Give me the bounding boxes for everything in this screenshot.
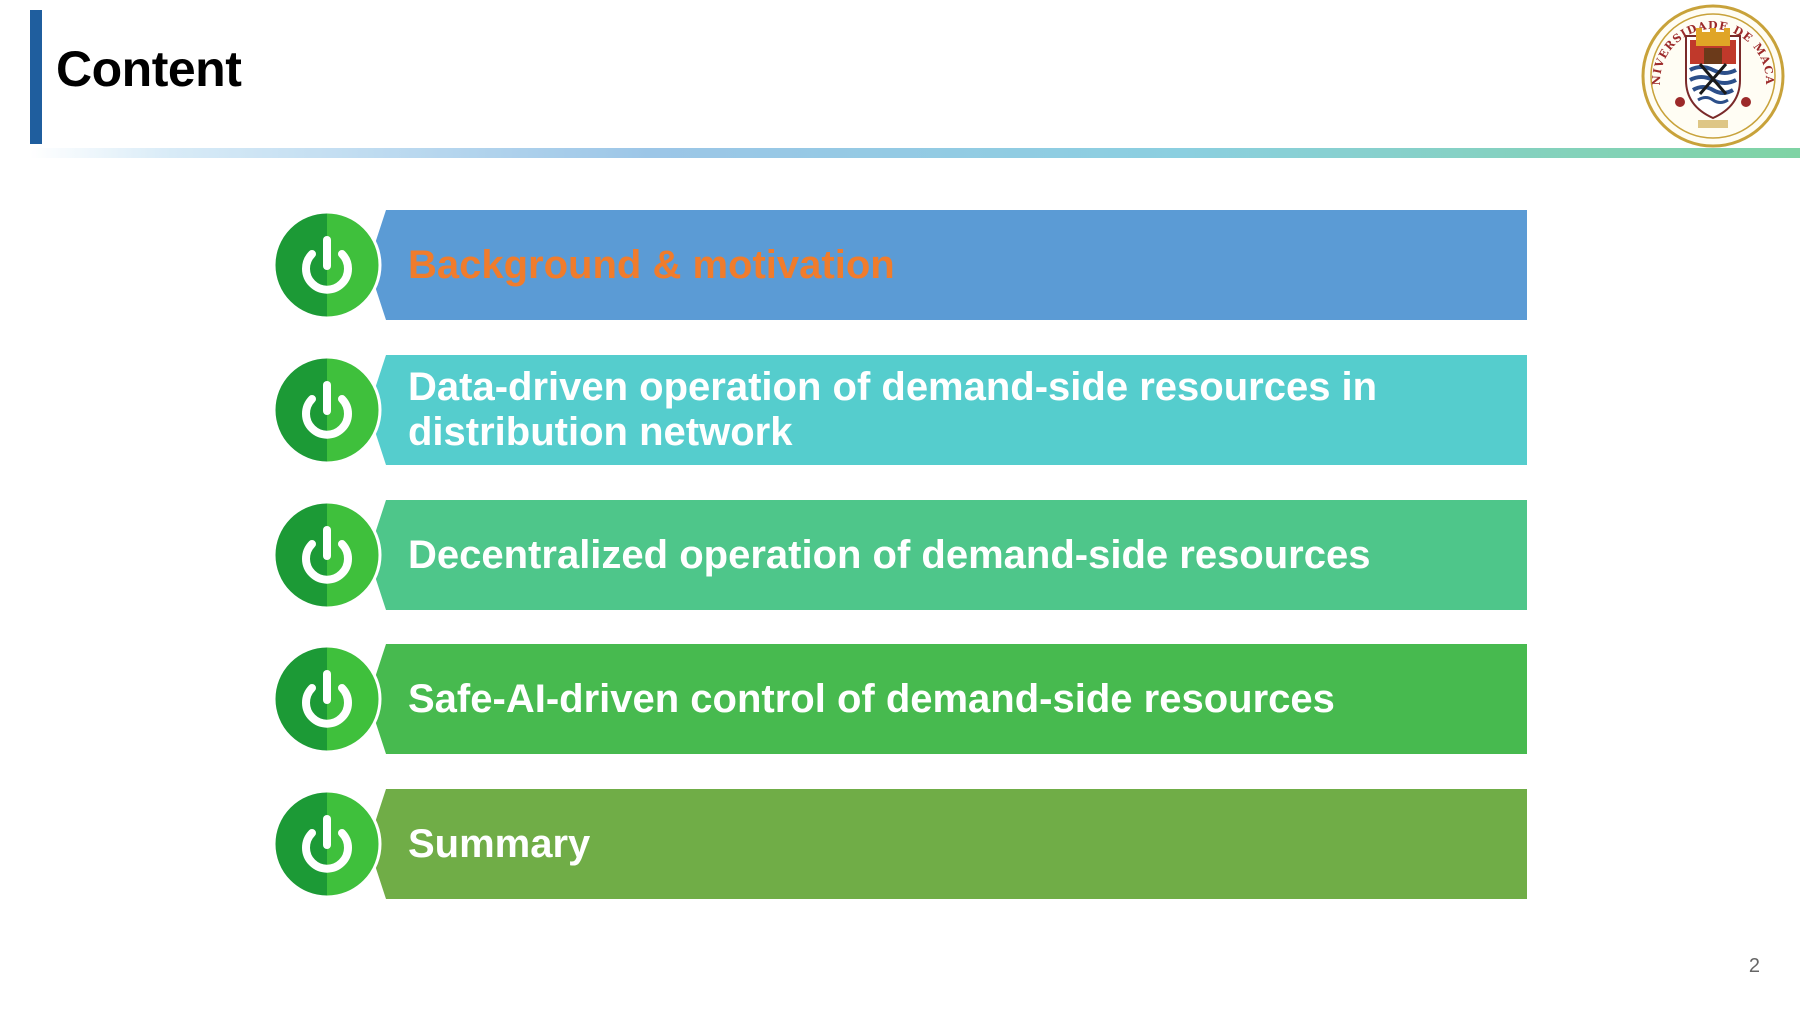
item-banner xyxy=(368,210,1527,320)
page-number: 2 xyxy=(1748,955,1760,977)
header-divider xyxy=(30,148,1800,158)
item-label: Safe-AI-driven control of demand-side re… xyxy=(408,676,1335,721)
content-item[interactable]: Safe-AI-driven control of demand-side re… xyxy=(272,638,1527,760)
item-label: Background & motivation xyxy=(408,242,895,287)
university-logo: UNIVERSIDADE DE MACAU xyxy=(1633,0,1788,150)
item-label: Data-driven operation of demand-side res… xyxy=(408,365,1378,454)
power-icon xyxy=(272,644,382,754)
content-item[interactable]: Data-driven operation of demand-side res… xyxy=(272,349,1527,471)
title-accent-bar xyxy=(30,10,42,144)
power-icon xyxy=(272,355,382,465)
item-banner xyxy=(368,500,1527,610)
item-banner xyxy=(368,355,1527,465)
item-banner xyxy=(368,644,1527,754)
content-item[interactable]: Background & motivation xyxy=(272,204,1527,326)
item-label: Summary xyxy=(408,821,591,866)
item-label: Decentralized operation of demand-side r… xyxy=(408,532,1371,577)
page-title: Content xyxy=(56,41,242,97)
content-item[interactable]: Summary xyxy=(272,783,1527,905)
power-icon xyxy=(272,500,382,610)
content-item[interactable]: Decentralized operation of demand-side r… xyxy=(272,494,1527,616)
power-icon xyxy=(272,789,382,899)
power-icon xyxy=(272,210,382,320)
item-banner xyxy=(368,789,1527,899)
